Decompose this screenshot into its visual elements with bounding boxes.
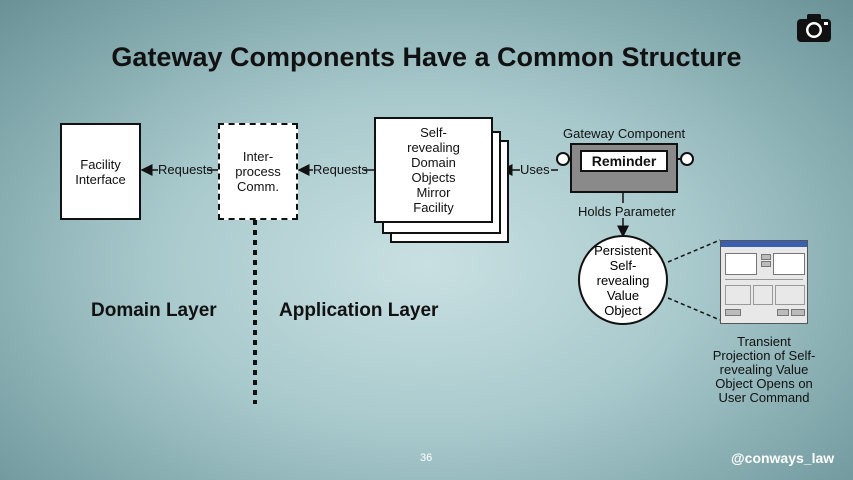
- transient-projection-label: Transient Projection of Self-revealing V…: [712, 334, 816, 405]
- domain-objects-label: Self-revealing Domain Objects Mirror Fac…: [407, 125, 460, 215]
- interprocess-box: Inter-process Comm.: [218, 123, 298, 220]
- dialog-titlebar: [721, 241, 807, 247]
- dialog-button-cancel: [791, 309, 805, 316]
- value-object-label: Persistent Self-revealing Value Object: [594, 242, 652, 318]
- dialog-thumbnail: [720, 240, 808, 324]
- domain-objects-box: Self-revealing Domain Objects Mirror Fac…: [374, 117, 493, 223]
- value-object-circle: Persistent Self-revealing Value Object: [578, 235, 668, 325]
- domain-layer-label: Domain Layer: [91, 300, 217, 321]
- page-number: 36: [420, 452, 433, 464]
- facility-interface-label: Facility Interface: [75, 156, 126, 187]
- dialog-divider: [725, 279, 803, 280]
- twitter-handle: @conways_law: [731, 450, 835, 466]
- dialog-list-right: [773, 253, 805, 275]
- holds-parameter-label: Holds Parameter: [578, 204, 676, 219]
- dialog-button-remove: [761, 261, 771, 267]
- left-port-icon: [556, 152, 572, 166]
- uses-label: Uses: [520, 162, 550, 177]
- interprocess-label: Inter-process Comm.: [235, 149, 281, 194]
- right-port-icon: [677, 152, 694, 166]
- camera-icon[interactable]: [796, 13, 832, 43]
- dialog-group-1: [725, 285, 751, 305]
- gateway-component-label: Gateway Component: [563, 126, 686, 141]
- gateway-component-box: Reminder: [570, 143, 678, 193]
- dialog-button-ok: [777, 309, 789, 316]
- dialog-button-add: [761, 254, 771, 260]
- dialog-button-left: [725, 309, 741, 316]
- reminder-label: Reminder: [591, 152, 657, 169]
- facility-interface-box: Facility Interface: [60, 123, 141, 220]
- dialog-list-left: [725, 253, 757, 275]
- application-layer-label: Application Layer: [279, 300, 439, 321]
- reminder-box: Reminder: [580, 150, 668, 172]
- requests-label-2: Requests: [313, 162, 368, 177]
- slide-title: Gateway Components Have a Common Structu…: [111, 42, 742, 72]
- dialog-group-3: [775, 285, 805, 305]
- dialog-group-2: [753, 285, 773, 305]
- requests-label-1: Requests: [158, 162, 213, 177]
